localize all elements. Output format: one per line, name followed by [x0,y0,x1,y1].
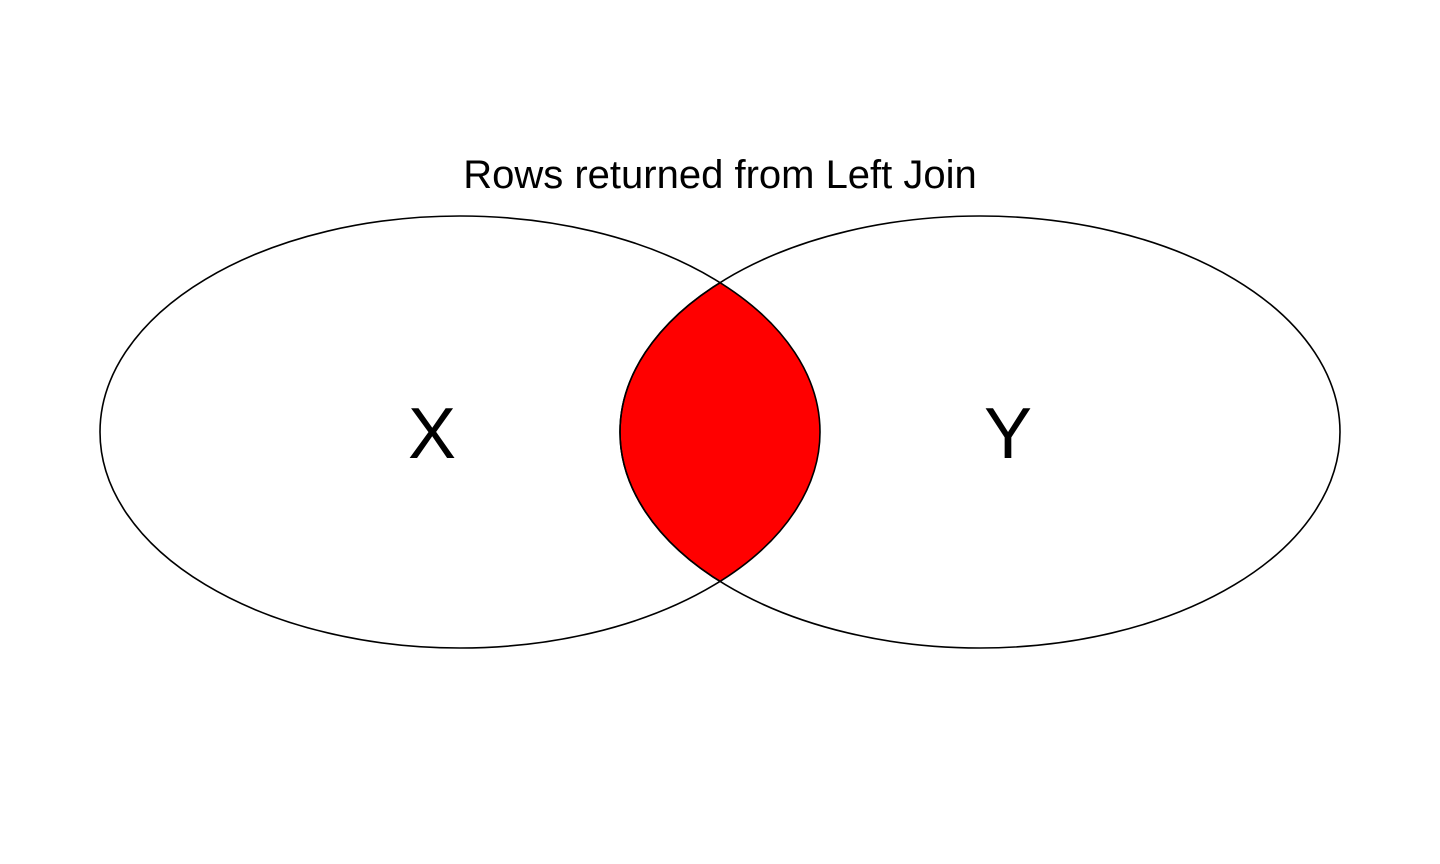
set-x-ellipse [99,215,821,649]
set-x-label: X [408,394,456,474]
set-y-label: Y [984,394,1032,474]
intersection-region [619,216,820,648]
diagram-title: Rows returned from Left Join [463,153,977,197]
intersection-fill [619,216,820,648]
set-y-ellipse [619,215,1341,649]
